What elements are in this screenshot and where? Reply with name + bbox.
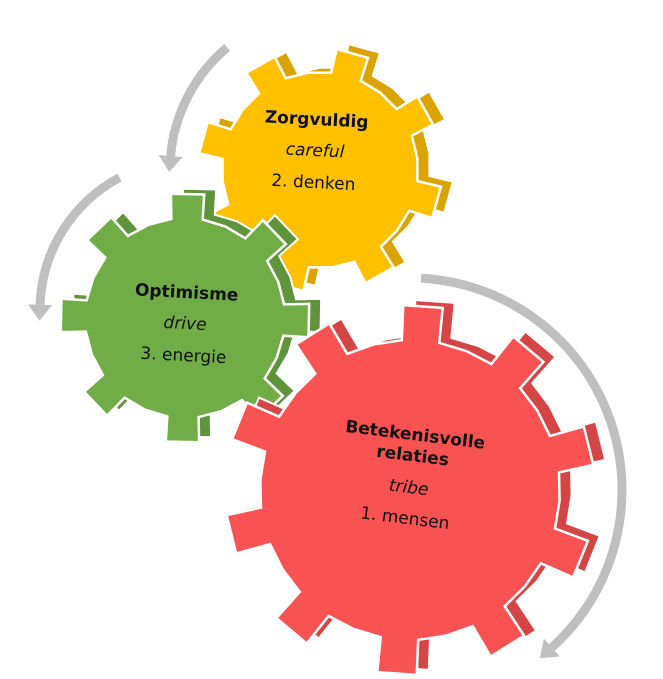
gear-red-icon (225, 303, 595, 677)
cycle-arrow-yellow-head-icon (158, 155, 183, 172)
gear-subtitle: careful (285, 139, 345, 163)
cycle-arrow-green (35, 173, 122, 305)
cycle-arrow-red (420, 273, 627, 651)
gear-green-icon (59, 192, 311, 444)
gear-label-red: Betekenisvolle relaties tribe 1. mensen (319, 415, 501, 540)
cycle-arrow-red-head-icon (539, 638, 560, 659)
cycle-arrow-green-head-icon (28, 304, 53, 321)
gear-label-yellow: Zorgvuldig careful 2. denken (238, 106, 392, 197)
gear-subtitle: drive (163, 313, 208, 336)
cycle-arrow-yellow (166, 43, 231, 157)
gear-label-green: Optimisme drive 3. energie (108, 279, 262, 370)
